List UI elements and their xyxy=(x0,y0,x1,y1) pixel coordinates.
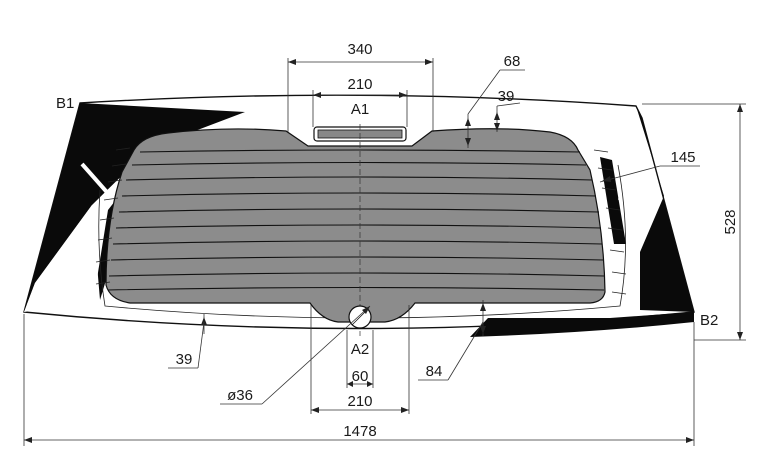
dim-60 xyxy=(346,330,374,388)
heater-lines xyxy=(107,149,605,291)
dim-39-bottom-label: 39 xyxy=(176,351,193,368)
dim-210-top-label: 210 xyxy=(347,76,372,93)
dim-84 xyxy=(418,300,486,381)
dim-39-top xyxy=(494,102,521,132)
dim-68-label: 68 xyxy=(504,53,521,70)
dim-340 xyxy=(287,58,434,132)
dim-39-bottom xyxy=(168,314,207,369)
right-clip-curve xyxy=(618,165,634,201)
label-b2: B2 xyxy=(700,312,718,329)
dim-hole-label: ø36 xyxy=(227,387,253,404)
left-clip-curve xyxy=(80,162,114,200)
dim-1478 xyxy=(23,314,695,446)
dim-1478-label: 1478 xyxy=(343,423,376,440)
dim-528 xyxy=(642,103,746,341)
ceramic-band-left xyxy=(24,103,245,312)
dim-145-label: 145 xyxy=(670,149,695,166)
dim-210-top xyxy=(312,90,408,127)
dim-528-label: 528 xyxy=(722,209,739,234)
busbar-hatch xyxy=(95,147,627,295)
dim-68 xyxy=(465,69,525,148)
dim-210-bottom-label: 210 xyxy=(347,393,372,410)
dim-39-top-label: 39 xyxy=(498,88,515,105)
dim-210-bottom xyxy=(310,305,410,414)
dim-hole-leader xyxy=(220,305,371,405)
dim-84-label: 84 xyxy=(426,363,443,380)
dim-60-label: 60 xyxy=(352,368,369,385)
label-a1: A1 xyxy=(351,101,369,118)
label-b1: B1 xyxy=(56,95,74,112)
ceramic-band-right xyxy=(636,106,694,312)
dim-145 xyxy=(599,165,700,183)
dim-340-label: 340 xyxy=(347,41,372,58)
left-white-corner xyxy=(24,205,100,312)
label-a2: A2 xyxy=(351,341,369,358)
ceramic-band-bottom-right xyxy=(470,312,694,337)
